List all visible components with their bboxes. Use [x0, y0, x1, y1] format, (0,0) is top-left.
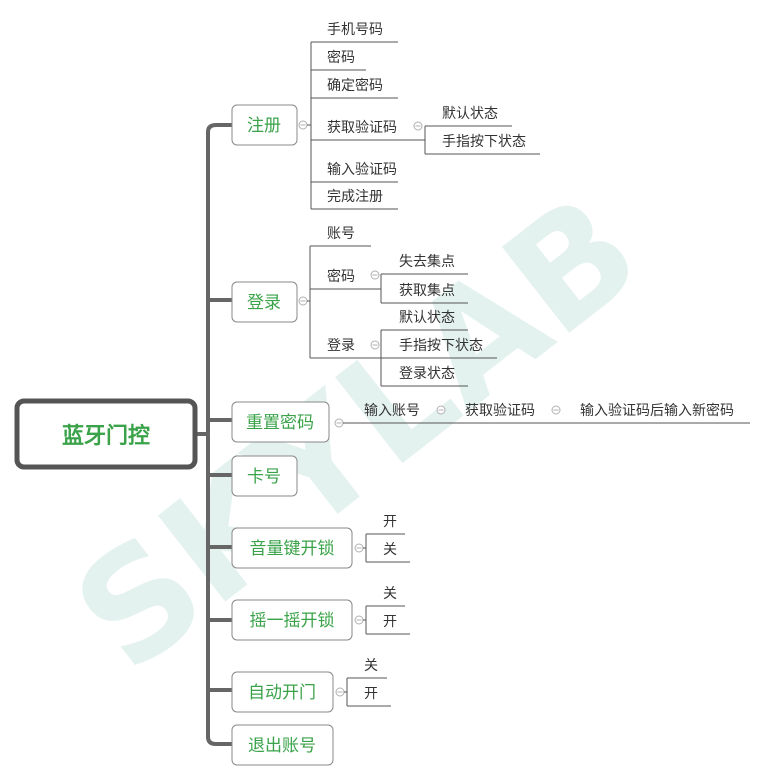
leaf-new-password: 输入验证码后输入新密码 — [580, 402, 734, 419]
svg-text:卡号: 卡号 — [247, 467, 281, 487]
leaf-enter-account: 输入账号 — [364, 403, 420, 419]
collapse-icon[interactable] — [334, 418, 344, 428]
leaf-gain-focus: 获取集点 — [399, 282, 455, 299]
leaf-get-code: 获取验证码 — [327, 120, 397, 136]
leaf-off: 关 — [383, 542, 397, 558]
leaf-default-state: 默认状态 — [442, 106, 498, 122]
leaf-enter-code: 输入验证码 — [327, 162, 397, 178]
branch-register: 注册 手机号码 密码 确定密码 获取验证码 默 — [231, 22, 540, 210]
branch-auto-open: 自动开门 关 开 — [231, 658, 391, 713]
leaf-get-code: 获取验证码 — [465, 403, 535, 419]
node-login[interactable]: 登录 — [231, 281, 298, 323]
leaf-phone-number: 手机号码 — [327, 22, 383, 38]
collapse-icon[interactable] — [370, 270, 380, 280]
node-shake-unlock[interactable]: 摇一摇开锁 — [231, 599, 353, 641]
branch-volume-unlock: 音量键开锁 开 关 — [231, 514, 410, 569]
collapse-icon[interactable] — [354, 543, 364, 553]
node-reset-password[interactable]: 重置密码 — [231, 401, 330, 443]
leaf-on: 开 — [383, 614, 397, 630]
leaf-account: 账号 — [327, 226, 355, 242]
leaf-on: 开 — [383, 514, 397, 530]
collapse-icon[interactable] — [298, 296, 308, 306]
svg-text:注册: 注册 — [247, 116, 281, 136]
collapse-icon[interactable] — [335, 687, 345, 697]
trunk-connectors — [194, 123, 234, 746]
node-volume-unlock[interactable]: 音量键开锁 — [231, 527, 353, 569]
root-node[interactable]: 蓝牙门控 — [14, 398, 198, 470]
svg-text:登录: 登录 — [247, 293, 281, 313]
leaf-logging-in-state: 登录状态 — [399, 366, 455, 382]
collapse-icon[interactable] — [370, 340, 380, 350]
leaf-pressed-state: 手指按下状态 — [399, 338, 483, 354]
svg-text:摇一摇开锁: 摇一摇开锁 — [250, 611, 335, 631]
collapse-icon[interactable] — [413, 121, 423, 131]
leaf-finish-register: 完成注册 — [327, 189, 383, 205]
collapse-icon[interactable] — [298, 120, 308, 130]
branch-reset-password: 重置密码 输入账号 获取验证码 输入验证码后输入新密码 — [231, 401, 750, 443]
leaf-password: 密码 — [327, 268, 355, 285]
node-logout[interactable]: 退出账号 — [231, 724, 334, 766]
svg-text:重置密码: 重置密码 — [246, 413, 314, 433]
leaf-lose-focus: 失去集点 — [399, 253, 455, 270]
leaf-on: 开 — [364, 686, 378, 702]
collapse-icon[interactable] — [551, 405, 561, 415]
root-label: 蓝牙门控 — [62, 423, 150, 449]
register-connectors — [307, 41, 412, 210]
collapse-icon[interactable] — [354, 615, 364, 625]
node-auto-open[interactable]: 自动开门 — [231, 671, 334, 713]
node-card-number[interactable]: 卡号 — [231, 455, 298, 497]
leaf-off: 关 — [364, 658, 378, 674]
leaf-pressed-state: 手指按下状态 — [442, 134, 526, 150]
leaf-off: 关 — [383, 586, 397, 602]
svg-text:自动开门: 自动开门 — [248, 683, 316, 703]
branch-login: 登录 账号 密码 失去集点 获取集点 登录 — [231, 226, 497, 387]
branch-shake-unlock: 摇一摇开锁 关 开 — [231, 586, 410, 641]
svg-text:音量键开锁: 音量键开锁 — [250, 539, 335, 559]
leaf-default-state: 默认状态 — [399, 310, 455, 326]
leaf-confirm-password: 确定密码 — [327, 77, 383, 94]
collapse-icon[interactable] — [436, 405, 446, 415]
leaf-login-button: 登录 — [327, 338, 355, 354]
node-register[interactable]: 注册 — [231, 104, 298, 146]
svg-text:退出账号: 退出账号 — [248, 736, 316, 756]
leaf-password: 密码 — [327, 49, 355, 66]
